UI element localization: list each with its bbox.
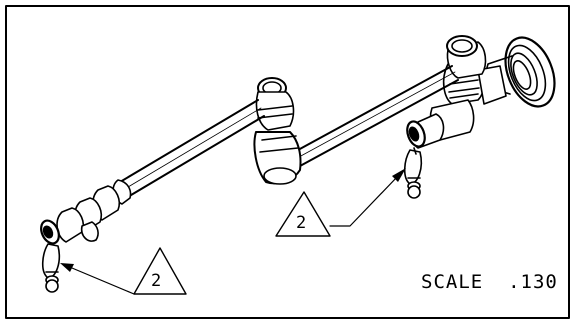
balloon-right: 2 bbox=[275, 168, 406, 237]
sheet-border bbox=[5, 5, 570, 319]
balloon-right-number: 2 bbox=[296, 213, 306, 233]
left-spout bbox=[40, 179, 132, 245]
upper-arm-tube bbox=[297, 65, 459, 167]
left-handle bbox=[41, 243, 61, 293]
lower-arm-tube bbox=[119, 99, 265, 199]
right-valve-body bbox=[406, 35, 507, 149]
scale-label: SCALE .130 bbox=[421, 271, 558, 293]
middle-swivel-joint bbox=[253, 77, 302, 185]
balloon-left-number: 2 bbox=[151, 271, 161, 291]
right-handle bbox=[403, 147, 423, 199]
balloon-left: 2 bbox=[60, 247, 187, 295]
